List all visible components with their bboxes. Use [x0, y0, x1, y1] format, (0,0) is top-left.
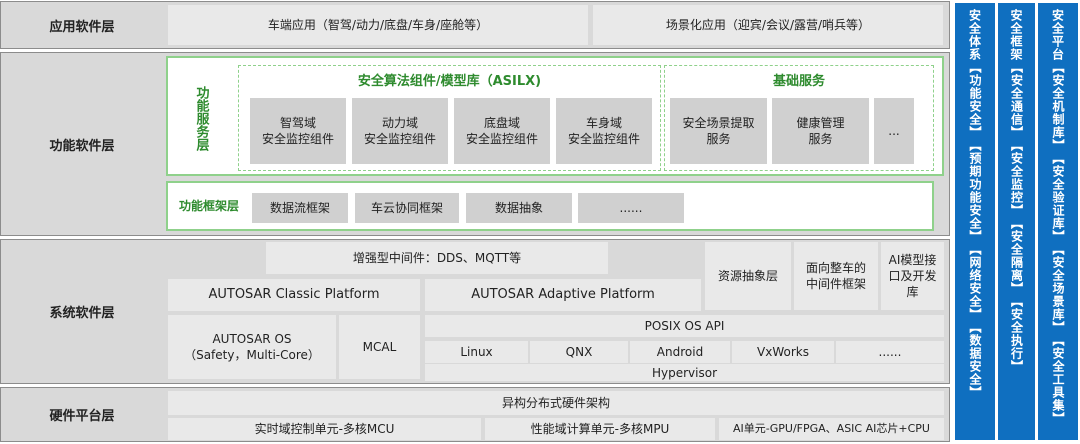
system-layer-label: 系统软件层: [49, 306, 115, 321]
resource-abstraction-box: 资源抽象层: [705, 242, 791, 310]
framework-dataflow: 数据流框架: [252, 193, 348, 223]
posix-api-box: POSIX OS API: [425, 315, 944, 337]
vehicle-apps-box: 车端应用（智驾/动力/底盘/车身/座舱等）: [168, 5, 588, 45]
safety-component-powertrain: 动力域 安全监控组件: [352, 98, 448, 164]
security-system-item: 【功能安全】: [968, 61, 982, 139]
autosar-classic-box: AUTOSAR Classic Platform: [168, 279, 420, 311]
framework-more: ......: [578, 193, 684, 223]
security-framework-item: 【安全隔离】: [1009, 217, 1024, 295]
base-services-group: 基础服务: [664, 65, 934, 171]
security-system-item: 【预期功能安全】: [968, 139, 982, 243]
safety-components-group: 安全算法组件/模型库（ASILX): [238, 65, 661, 171]
security-platform-title: 安全平台: [1050, 9, 1065, 61]
base-service-health: 健康管理 服务: [772, 98, 869, 164]
hetero-hardware-box: 异构分布式硬件架构: [168, 391, 944, 415]
security-platform-item: 【安全验证库】: [1051, 152, 1065, 243]
security-system-item: 【网络安全】: [968, 243, 982, 321]
autosar-os-box: AUTOSAR OS （Safety，Multi-Core）: [168, 315, 336, 379]
security-system-title: 安全体系: [967, 9, 982, 61]
function-framework-label: 功能框架层: [178, 199, 239, 213]
os-vxworks-box: VxWorks: [732, 341, 834, 363]
hardware-layer-label: 硬件平台层: [49, 409, 115, 424]
security-platform-item: 【安全场景库】: [1051, 243, 1065, 334]
security-platform-column: 安全平台 【安全机制库】 【安全验证库】 【安全场景库】 【安全工具集】: [1038, 3, 1078, 440]
app-layer-label: 应用软件层: [49, 19, 115, 35]
scenario-apps-box: 场景化应用（迎宾/会议/露营/哨兵等）: [593, 5, 943, 45]
os-qnx-box: QNX: [530, 341, 628, 363]
mcal-box: MCAL: [339, 315, 420, 379]
framework-data-abstraction: 数据抽象: [466, 193, 572, 223]
security-framework-item: 【安全通信】: [1009, 61, 1024, 139]
function-layer-label: 功能软件层: [49, 138, 115, 154]
base-service-more: ...: [874, 98, 914, 164]
ai-model-interface-box: AI模型接 口及开发 库: [881, 242, 944, 310]
safety-component-chassis: 底盘域 安全监控组件: [454, 98, 550, 164]
function-service-label: 功能服务层: [193, 85, 209, 151]
security-framework-item: 【安全监控】: [1009, 139, 1024, 217]
security-framework-item: 【安全执行】: [1009, 295, 1024, 373]
realtime-mcu-box: 实时域控制单元-多核MCU: [168, 418, 481, 440]
os-more-box: ......: [836, 341, 944, 363]
base-services-title: 基础服务: [772, 74, 825, 89]
ai-unit-box: AI单元-GPU/FPGA、ASIC AI芯片+CPU: [719, 418, 944, 440]
safety-component-body: 车身域 安全监控组件: [556, 98, 652, 164]
os-android-box: Android: [630, 341, 730, 363]
os-linux-box: Linux: [425, 341, 528, 363]
safety-component-adas: 智驾域 安全监控组件: [250, 98, 346, 164]
security-system-item: 【数据安全】: [968, 321, 982, 399]
security-platform-item: 【安全工具集】: [1051, 334, 1065, 425]
security-platform-item: 【安全机制库】: [1051, 61, 1065, 152]
performance-mpu-box: 性能域计算单元-多核MPU: [485, 418, 715, 440]
security-framework-title: 安全框架: [1009, 9, 1023, 61]
base-service-scene-extract: 安全场景提取 服务: [670, 98, 767, 164]
hypervisor-box: Hypervisor: [425, 364, 944, 381]
framework-vehicle-cloud: 车云协同框架: [355, 193, 459, 223]
vehicle-middleware-box: 面向整车的 中间件框架: [794, 242, 878, 310]
security-framework-column: 安全框架 【安全通信】 【安全监控】 【安全隔离】 【安全执行】: [998, 3, 1035, 440]
safety-components-title: 安全算法组件/模型库（ASILX): [357, 74, 542, 89]
enhanced-middleware-box: 增强型中间件：DDS、MQTT等: [266, 242, 608, 274]
autosar-adaptive-box: AUTOSAR Adaptive Platform: [425, 279, 701, 311]
security-system-column: 安全体系 【功能安全】 【预期功能安全】 【网络安全】 【数据安全】: [955, 3, 995, 440]
